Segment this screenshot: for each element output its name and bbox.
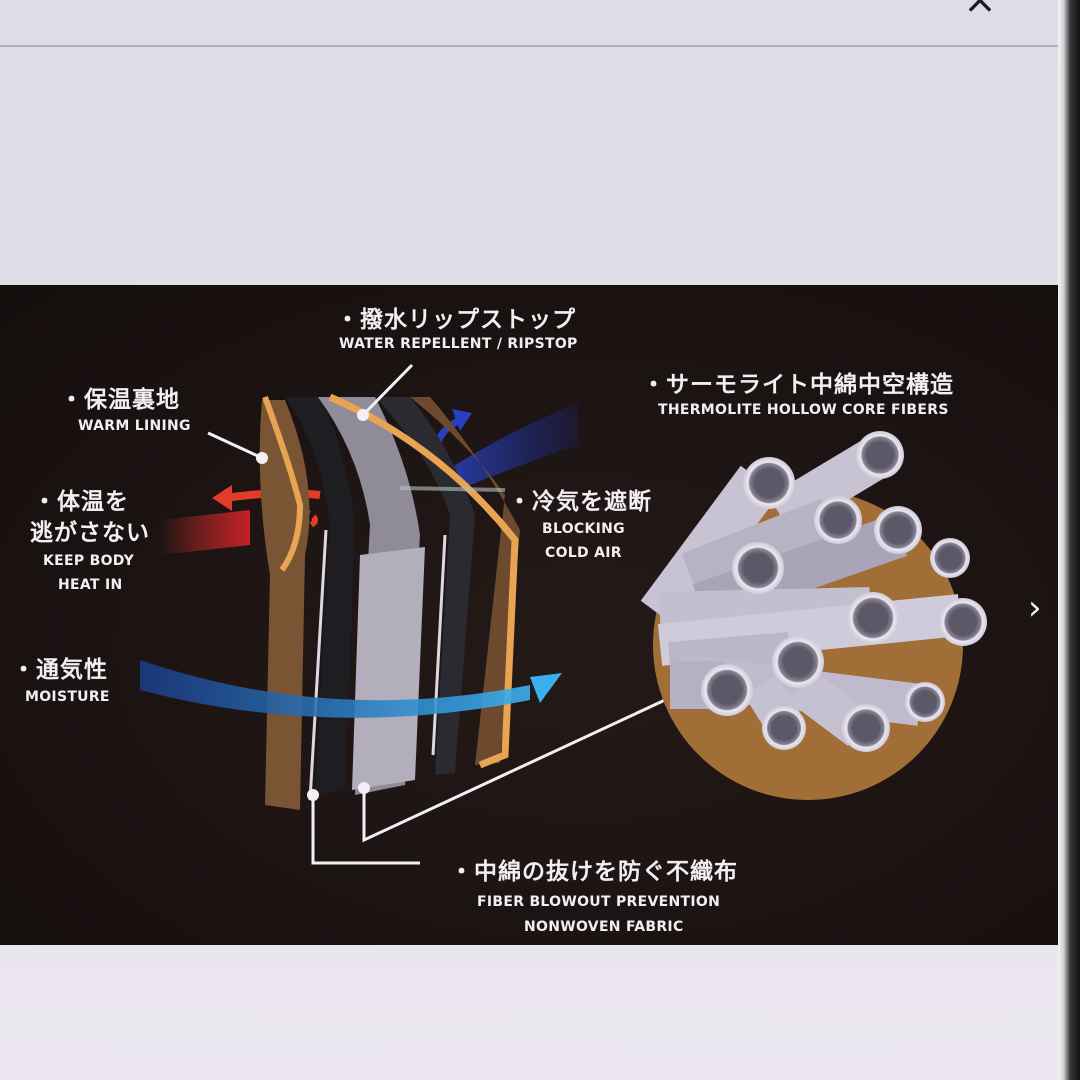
label-warm-lining-en: WARM LINING — [78, 418, 191, 434]
label-thermolite: ・サーモライト中綿中空構造 — [642, 372, 954, 398]
label-nonwoven: ・中綿の抜けを防ぐ不織布 — [450, 859, 738, 885]
fabric-structure-diagram: ・撥水リップストップ WATER REPELLENT / RIPSTOP ・サー… — [0, 285, 1062, 945]
label-blocking-en2: COLD AIR — [545, 545, 622, 561]
label-warm-lining: ・保温裏地 — [60, 387, 180, 413]
cold-air-icon — [440, 403, 578, 485]
label-moisture: ・通気性 — [12, 657, 108, 683]
label-water-repellent: ・撥水リップストップ — [336, 307, 576, 333]
label-thermolite-en: THERMOLITE HOLLOW CORE FIBERS — [658, 402, 949, 418]
heat-band-icon — [160, 510, 250, 555]
heat-arrow-icon — [212, 485, 232, 511]
label-keep-heat-line1: ・体温を — [33, 489, 129, 515]
label-blocking-en1: BLOCKING — [542, 521, 625, 537]
label-moisture-en: MOISTURE — [25, 689, 110, 705]
header-divider — [0, 45, 1062, 47]
label-nonwoven-en1: FIBER BLOWOUT PREVENTION — [477, 894, 721, 910]
moisture-band-icon — [140, 660, 530, 718]
label-water-repellent-en: WATER REPELLENT / RIPSTOP — [339, 336, 578, 352]
label-keep-heat-line2: 逃がさない — [30, 520, 150, 546]
label-blocking: ・冷気を遮断 — [508, 489, 652, 515]
diagram-illustration — [140, 363, 987, 865]
modal-header: × — [0, 0, 1062, 47]
label-nonwoven-en2: NONWOVEN FABRIC — [524, 919, 684, 935]
close-icon[interactable]: × — [963, 0, 997, 23]
next-image-chevron-icon[interactable]: › — [1028, 588, 1042, 628]
label-keep-heat-en2: HEAT IN — [58, 577, 123, 593]
device-bezel — [1058, 0, 1080, 1080]
label-keep-heat-en1: KEEP BODY — [43, 553, 135, 569]
moisture-arrow-icon — [530, 673, 562, 703]
